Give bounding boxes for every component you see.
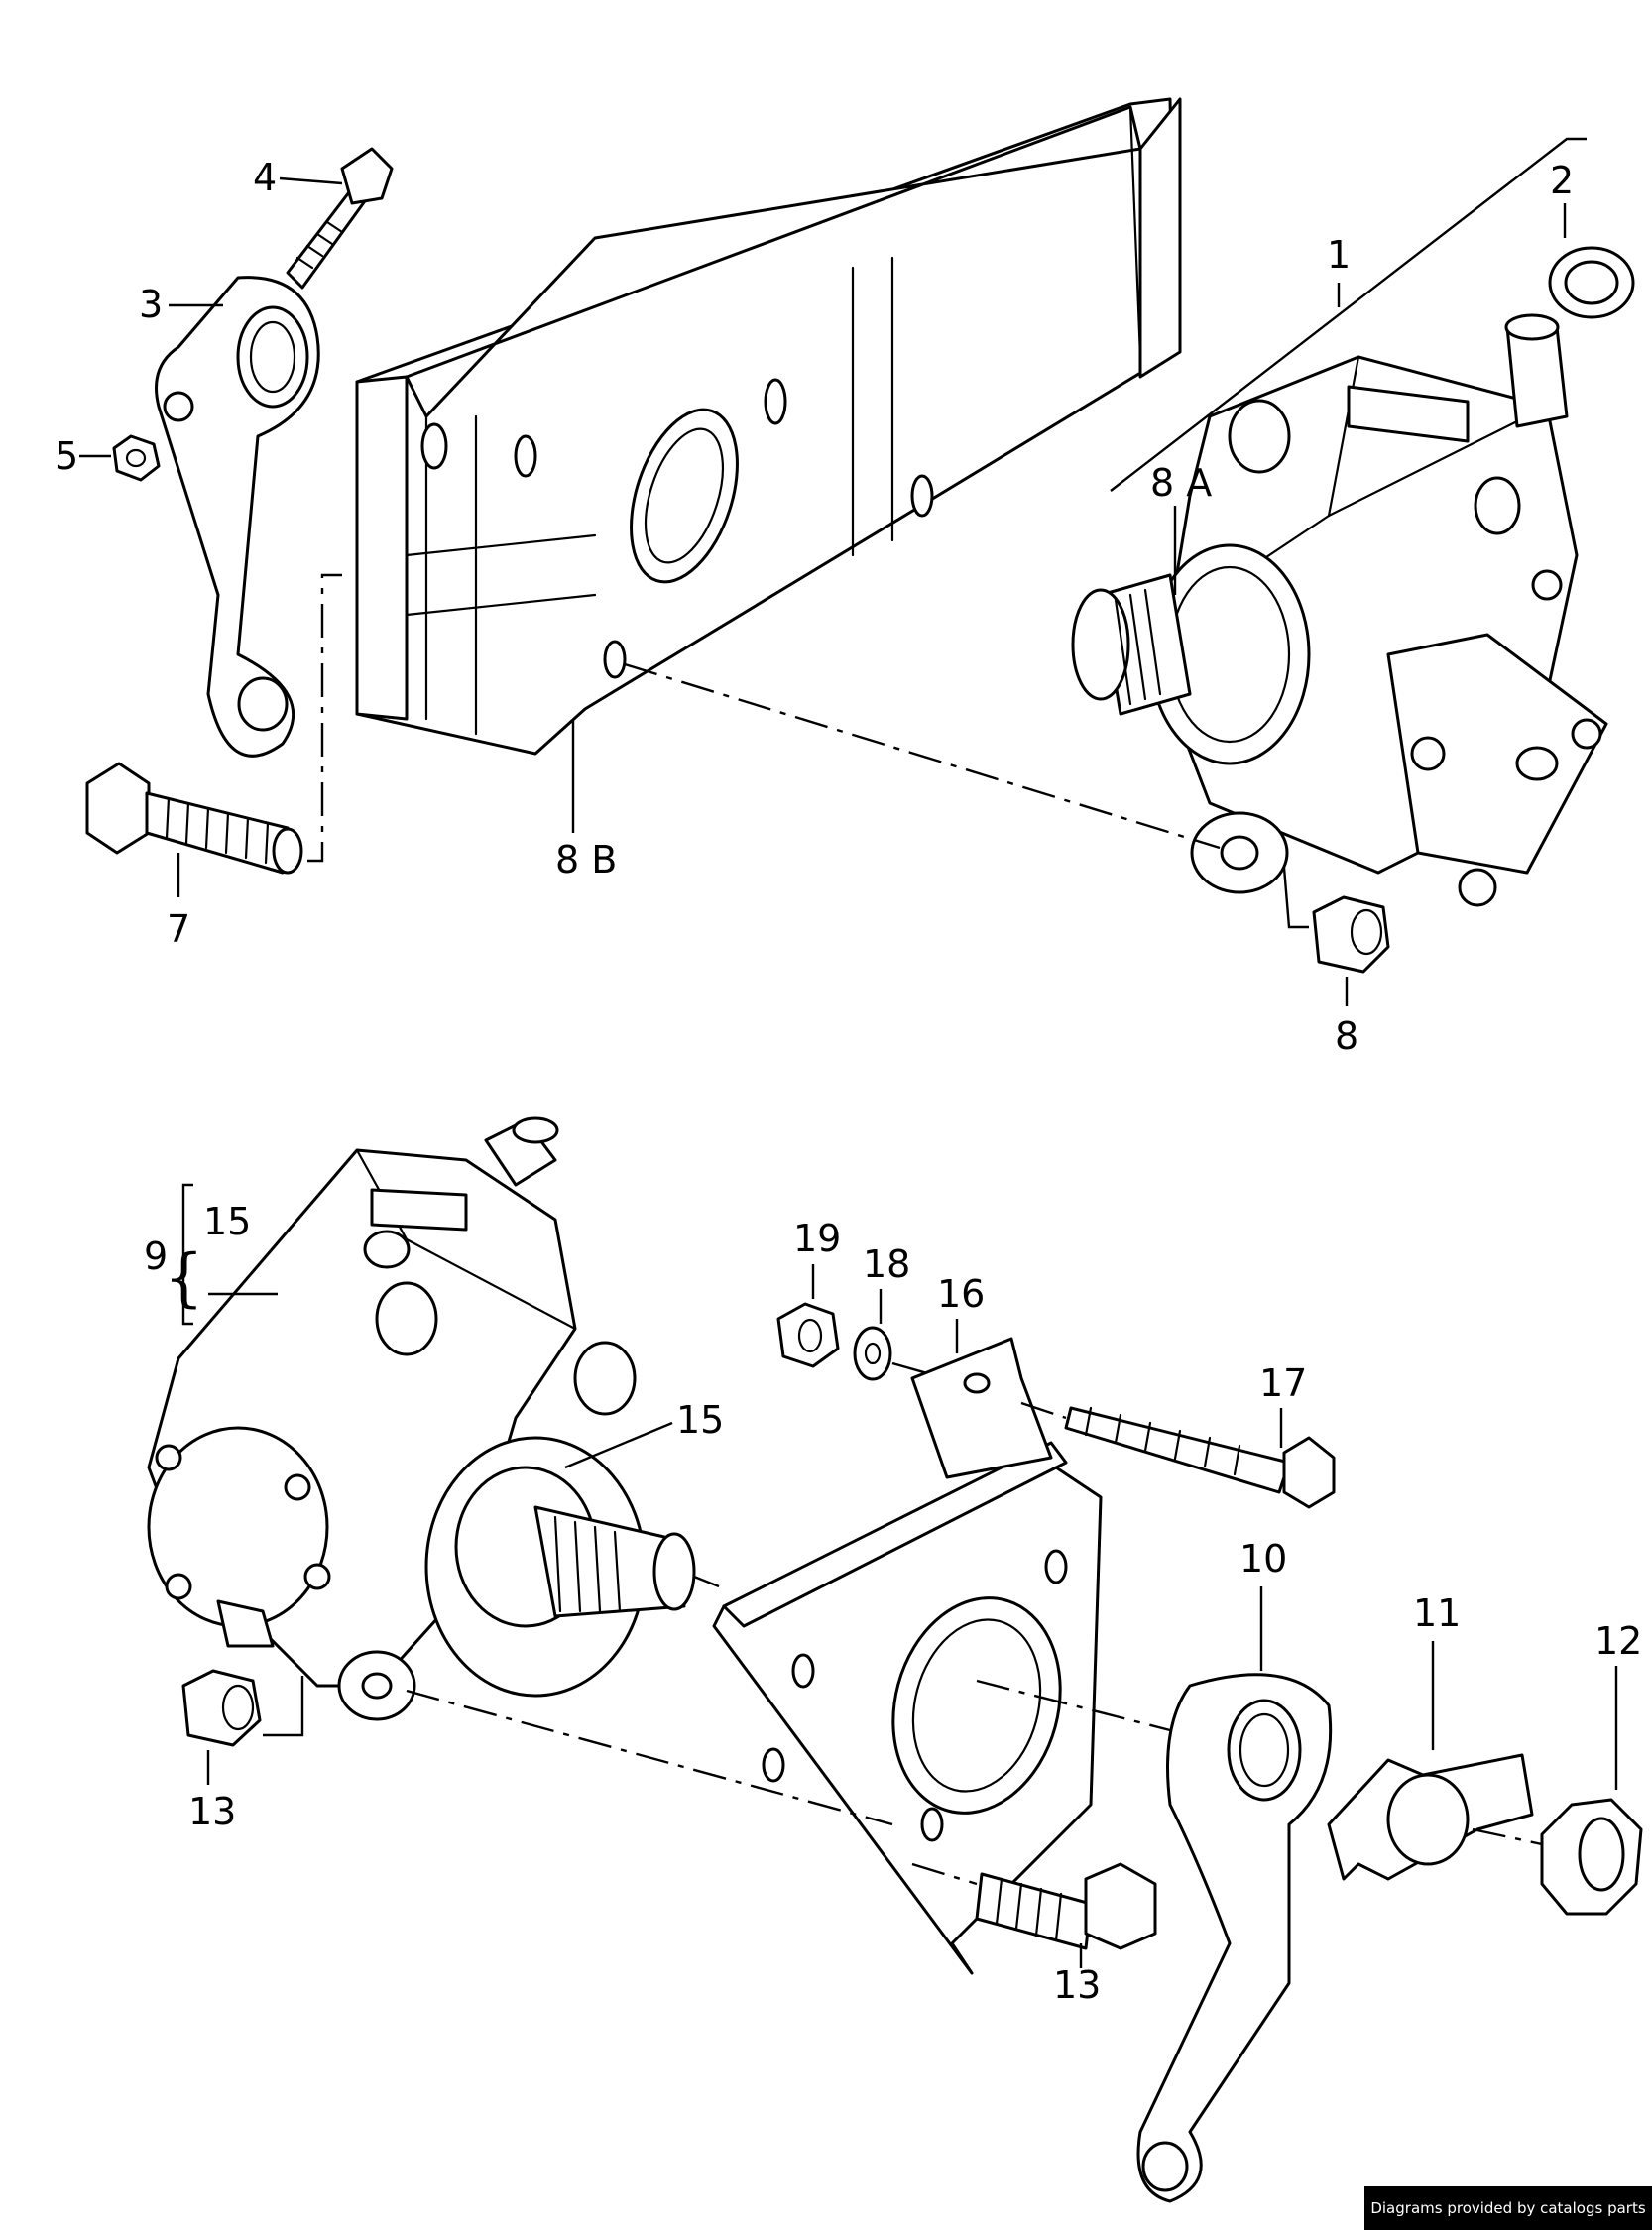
callout-1: 1 [1327,233,1351,277]
lock-plate [1327,1753,1534,1881]
callout-8: 8 [1335,1014,1358,1058]
steering-gear-box-bottom [147,1116,696,1721]
callout-15: 15 [676,1398,724,1442]
callout-15-top: 15 [203,1200,251,1243]
callout-16: 16 [937,1272,985,1316]
credit-banner: Diagrams provided by catalogs parts [1364,2186,1652,2230]
clamp-bolt [286,147,394,290]
pitman-arm-bottom [1136,1673,1333,2203]
callout-17: 17 [1259,1361,1307,1405]
frame-member [355,97,1182,756]
callout-9: 9 [144,1234,168,1278]
callout-13-left: 13 [188,1790,236,1833]
pitman-nut [1540,1798,1643,1916]
callout-3: 3 [139,283,163,326]
callout-7: 7 [167,907,190,951]
bracket-bolt [1064,1406,1336,1509]
callout-13-right: 13 [1053,1963,1101,2007]
clamp-nut [112,434,161,482]
callout-4: 4 [253,156,277,199]
callout-11: 11 [1413,1591,1461,1635]
mounting-nut-bottom-left [181,1669,262,1747]
callout-18: 18 [863,1242,910,1286]
washer [853,1326,892,1381]
callout-8b: 8 B [555,838,617,881]
callout-10: 10 [1239,1537,1287,1581]
callout-2: 2 [1550,159,1574,202]
callout-12: 12 [1594,1619,1642,1663]
callout-8a: 8 A [1150,461,1212,505]
mounting-bracket [712,1337,1103,1975]
steering-gear-box-top [1071,313,1608,907]
pitman-arm-top [155,276,320,758]
bracket-nut [776,1302,840,1368]
mounting-bolt-top [85,762,303,875]
seal-ring [1548,246,1635,319]
bracket-mount-bolt [975,1862,1157,1950]
callout-5: 5 [55,434,78,478]
mounting-nut-top [1312,895,1390,974]
callout-19: 19 [793,1217,841,1260]
